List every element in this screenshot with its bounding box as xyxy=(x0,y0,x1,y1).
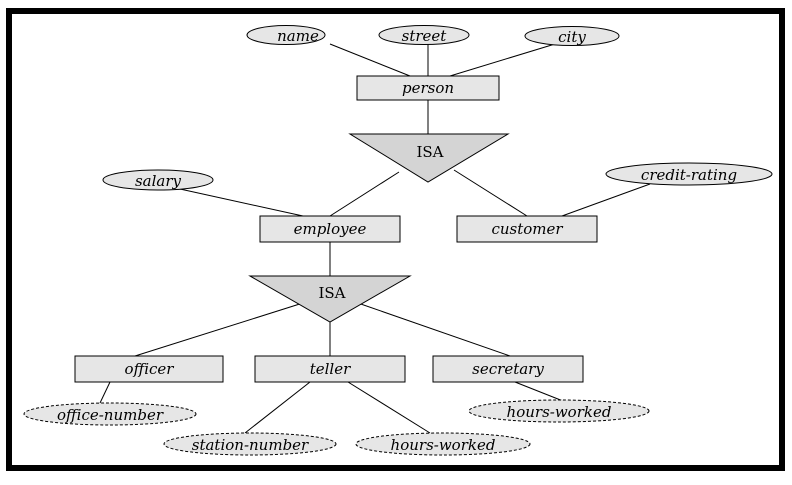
attribute-city: city xyxy=(524,26,620,46)
line-name-person xyxy=(329,43,411,77)
attribute-hours-worked-teller-label: hours-worked xyxy=(391,436,496,454)
entity-officer-box xyxy=(74,355,224,383)
line-secretary-hoursworked xyxy=(514,381,564,402)
attribute-hours-worked-secretary-label: hours-worked xyxy=(507,403,612,421)
attribute-salary-label: salary xyxy=(135,172,182,190)
attribute-office-number-shape xyxy=(23,402,197,426)
entity-person-box xyxy=(356,75,500,101)
line-isa-customer xyxy=(453,169,528,217)
line-isa-secretary xyxy=(354,301,511,357)
attribute-hours-worked-secretary-shape xyxy=(468,399,650,423)
attribute-name-label: name xyxy=(277,27,319,45)
attribute-station-number-label: station-number xyxy=(192,436,309,454)
entity-secretary-label: secretary xyxy=(472,360,544,378)
isa-bottom: ISA xyxy=(248,275,412,323)
entity-person-label: person xyxy=(402,79,454,97)
attribute-office-number-label: office-number xyxy=(57,406,164,424)
attribute-hours-worked-teller-shape xyxy=(355,432,531,456)
attribute-hours-worked-secretary: hours-worked xyxy=(468,399,650,423)
entity-customer-label: customer xyxy=(491,220,563,238)
entity-officer-label: officer xyxy=(125,360,175,378)
line-credit-customer xyxy=(561,183,651,217)
entity-customer: customer xyxy=(456,215,598,243)
entity-teller-label: teller xyxy=(310,360,351,378)
attribute-salary-shape xyxy=(102,169,214,191)
attribute-credit-rating-shape xyxy=(605,162,773,186)
attribute-city-label: city xyxy=(558,28,586,46)
attribute-credit-rating-label: credit-rating xyxy=(641,166,737,184)
attribute-office-number: office-number xyxy=(23,402,197,426)
line-teller-hoursworked xyxy=(347,381,431,434)
entity-employee-box xyxy=(259,215,401,243)
attribute-street-label: street xyxy=(402,27,448,45)
isa-bottom-label: ISA xyxy=(318,284,345,302)
line-salary-employee xyxy=(179,188,304,217)
entity-employee: employee xyxy=(259,215,401,243)
entity-customer-box xyxy=(456,215,598,243)
entity-employee-label: employee xyxy=(294,220,367,238)
attribute-name: name xyxy=(246,25,326,45)
attribute-name-shape xyxy=(246,25,326,45)
isa-bottom-triangle xyxy=(248,275,412,323)
attribute-street: street xyxy=(378,25,470,45)
entity-teller-box xyxy=(254,355,406,383)
entity-person: person xyxy=(356,75,500,101)
entity-secretary-box xyxy=(432,355,584,383)
isa-top-label: ISA xyxy=(416,143,443,161)
attribute-street-shape xyxy=(378,25,470,45)
entity-officer: officer xyxy=(74,355,224,383)
line-officer-officenumber xyxy=(99,381,111,404)
entity-teller: teller xyxy=(254,355,406,383)
attribute-station-number-shape xyxy=(163,432,337,456)
line-isa-employee xyxy=(329,171,400,217)
attribute-station-number: station-number xyxy=(163,432,337,456)
line-city-person xyxy=(449,43,556,77)
attribute-salary: salary xyxy=(102,169,214,191)
line-isa-officer xyxy=(134,301,307,357)
connector-lines xyxy=(99,43,651,434)
attribute-hours-worked-teller: hours-worked xyxy=(355,432,531,456)
isa-top: ISA xyxy=(348,133,510,183)
attribute-credit-rating: credit-rating xyxy=(605,162,773,186)
attribute-city-shape xyxy=(524,26,620,46)
entity-secretary: secretary xyxy=(432,355,584,383)
line-teller-stationnumber xyxy=(244,381,311,434)
isa-top-triangle xyxy=(348,133,510,183)
